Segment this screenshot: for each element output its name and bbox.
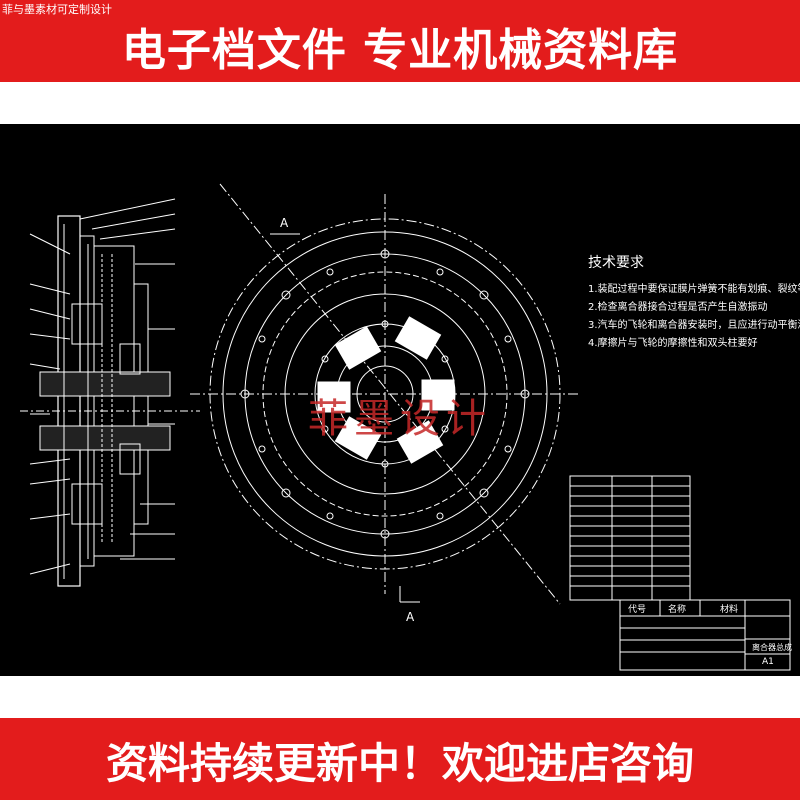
bottom-banner-text: 资料持续更新中！欢迎进店咨询: [105, 739, 694, 788]
title-block-code: 代号: [628, 605, 647, 615]
drawing-title: 离合器总成: [752, 643, 792, 652]
parts-list: [569, 475, 691, 601]
bottom-banner: 资料持续更新中！欢迎进店咨询: [0, 718, 800, 800]
center-watermark: 菲墨设计: [308, 396, 492, 442]
cad-drawing: 技术要求 1.装配过程中要保证膜片弹簧不能有划痕、裂纹等 2.检查离合器接合过程…: [0, 124, 800, 676]
title-block-material: 材料: [720, 605, 739, 615]
section-view: [20, 198, 200, 587]
tech-requirement-1: 1.装配过程中要保证膜片弹簧不能有划痕、裂纹等: [588, 284, 800, 295]
section-label-bottom: A: [406, 610, 415, 624]
section-label-top: A: [280, 216, 289, 230]
tech-requirement-2: 2.检查离合器接合过程是否产生自激振动: [588, 302, 768, 313]
title-block: [619, 599, 791, 671]
top-banner-text: 电子档文件 专业机械资料库: [121, 25, 679, 76]
title-block-name: 名称: [668, 605, 687, 615]
cad-drawing-svg: [20, 183, 791, 671]
tech-requirement-4: 4.摩擦片与飞轮的摩擦性和双头柱要好: [588, 338, 758, 349]
front-view: [190, 183, 580, 605]
tech-requirements-title: 技术要求: [588, 255, 644, 271]
top-banner: 菲与墨素材可定制设计 电子档文件 专业机械资料库: [0, 0, 800, 82]
sheet-size: A1: [762, 657, 774, 667]
tech-requirement-3: 3.汽车的飞轮和离合器安装时，且应进行动平衡测试: [588, 320, 800, 331]
top-left-watermark: 菲与墨素材可定制设计: [2, 3, 112, 16]
